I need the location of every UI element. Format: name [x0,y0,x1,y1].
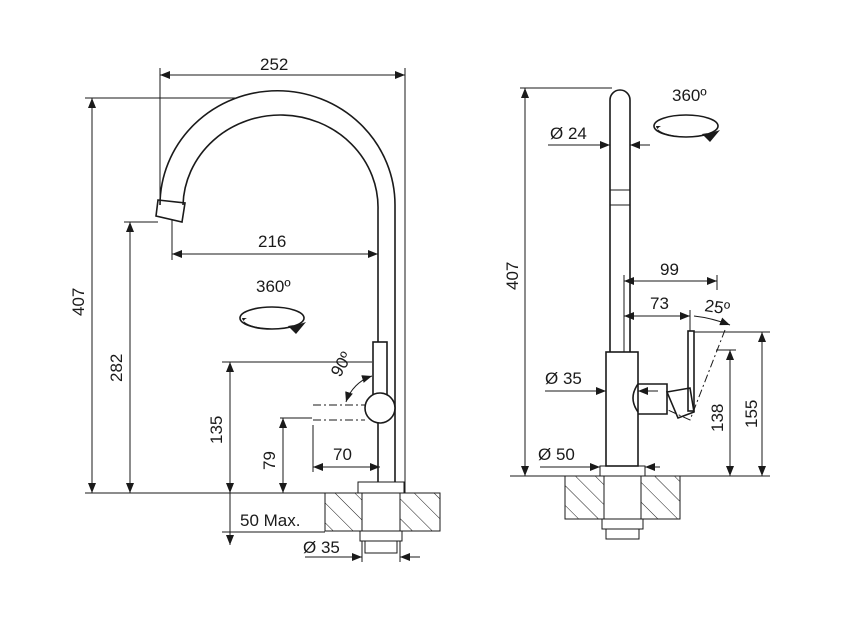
handle-open-position [667,329,726,421]
handle-angle-label: 25º [703,296,731,318]
mounting-shank [361,492,401,532]
rotation-arrow-icon [242,318,306,334]
rotation-icon: 360º [653,86,720,142]
handle-joint [632,383,639,413]
handle-lever [372,341,388,398]
rotation-arrow-icon [656,126,720,142]
dim-base-diameter-label: Ø 50 [538,445,575,464]
dim-height-total-label: 407 [69,288,88,316]
body [605,351,639,467]
side-view-right: 407 Ø 24 360º 99 73 25º 155 138 Ø 35 Ø 5… [503,86,770,540]
dim-handle-reach-label: 73 [650,294,669,313]
rotation-ring [239,306,305,330]
dim-height-total-label: 407 [503,262,522,290]
dim-spout-reach-label: 216 [258,232,286,251]
handle-knob [364,392,396,424]
rotation-label: 360º [256,277,291,296]
aerator [155,199,186,223]
handle-angle-label: 90º [327,349,356,380]
base-plate [599,465,646,477]
rotation-label: 360º [672,86,707,105]
dim-spout-height-label: 282 [107,354,126,382]
nut [359,530,403,542]
dim-body-diameter-label: Ø 35 [545,369,582,388]
dim-spout-diameter-label: Ø 24 [550,124,587,143]
dim-handle-reach-label: 70 [333,445,352,464]
spout-column [609,89,631,352]
dim-handle-height-label: 155 [742,400,761,428]
handle-base [638,383,668,415]
dim-handle-height-low-label: 138 [708,404,727,432]
base-plate [357,481,405,494]
handle-angle-arc [345,375,373,403]
dim-width-total-label: 252 [260,55,288,74]
handle-lever [687,330,695,412]
rotation-icon: 360º [239,277,306,334]
dim-handle-height-label: 135 [207,416,226,444]
connector [364,540,398,554]
handle-knob [665,387,695,420]
dim-handle-low-label: 79 [260,451,279,470]
dim-handle-reach-max-label: 99 [660,260,679,279]
dim-counter-thickness-label: 50 Max. [240,511,300,530]
connector [605,528,640,540]
spout-outer [159,89,396,482]
side-view-left: 90º 252 407 282 216 360º 135 79 70 50 Ma… [69,55,441,562]
dim-hole-diameter-label: Ø 35 [303,538,340,557]
handle-angle-arc [693,315,731,326]
rotation-ring [653,114,719,138]
spout-inner [182,114,379,482]
nut [601,518,644,530]
mounting-shank [603,475,642,520]
